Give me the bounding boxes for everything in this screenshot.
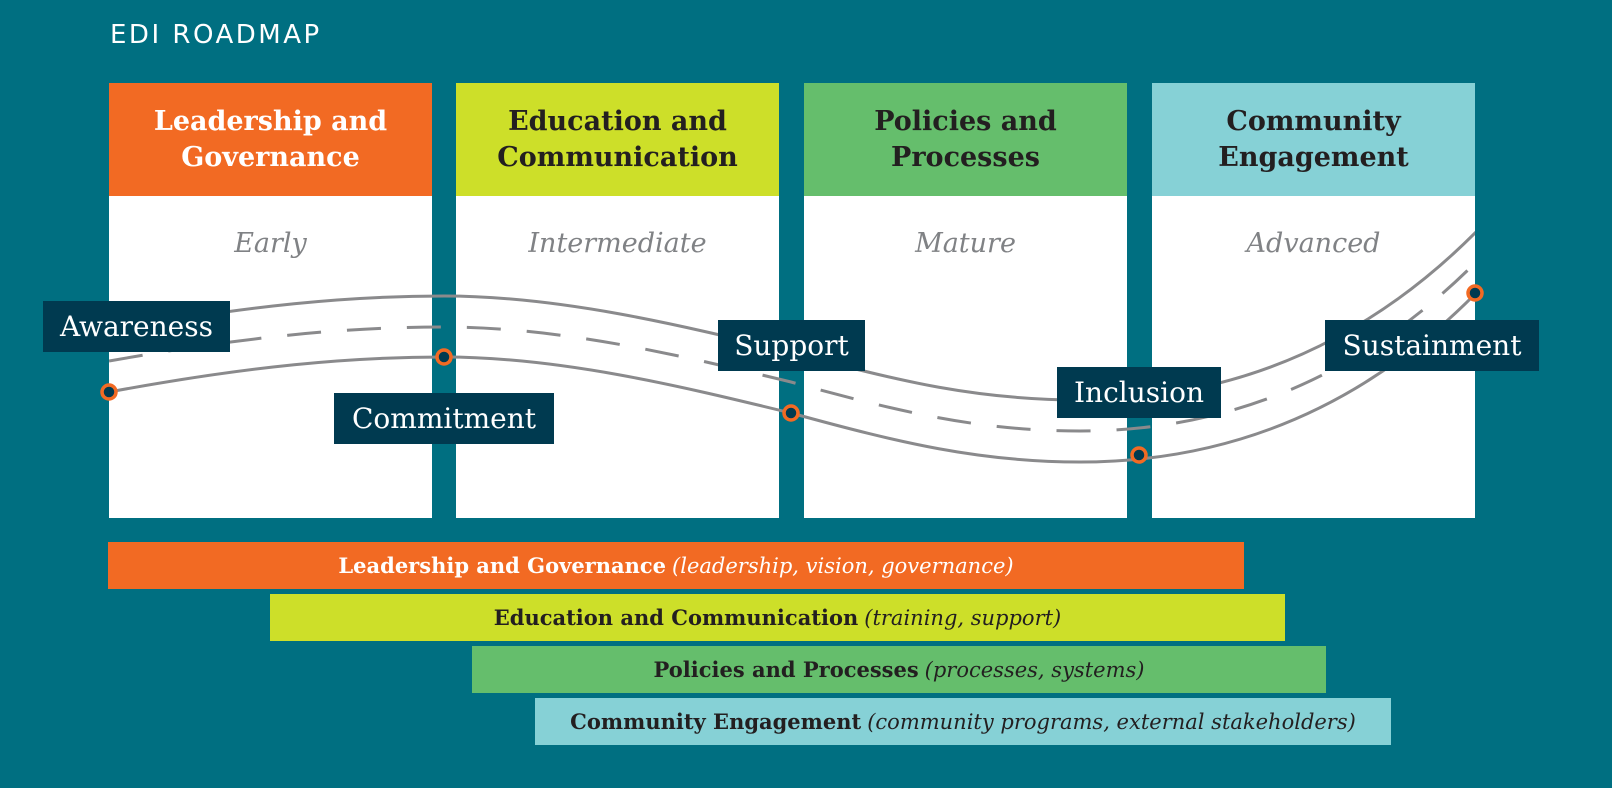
milestone-marker bbox=[782, 404, 800, 422]
page-title: EDI ROADMAP bbox=[110, 20, 322, 50]
stage-label: Intermediate bbox=[528, 228, 707, 259]
bar-community: Community Engagement(community programs,… bbox=[535, 698, 1391, 745]
pillar-title-line2: Governance bbox=[181, 141, 360, 173]
road-top-edge bbox=[109, 230, 1475, 402]
milestone-marker bbox=[1130, 446, 1148, 464]
pillar-title-line1: Leadership and bbox=[153, 105, 388, 137]
bar-detail: (processes, systems) bbox=[924, 657, 1145, 682]
bar-detail: (community programs, external stakeholde… bbox=[867, 709, 1356, 734]
pillar-title-line2: Engagement bbox=[1218, 141, 1409, 173]
bar-leadership: Leadership and Governance(leadership, vi… bbox=[108, 542, 1244, 589]
milestone-support: Support bbox=[718, 320, 865, 371]
stage-label: Advanced bbox=[1246, 228, 1381, 259]
milestone-marker bbox=[100, 383, 118, 401]
pillar-title-line1: Policies and bbox=[874, 105, 1057, 137]
bar-education: Education and Communication(training, su… bbox=[270, 594, 1285, 641]
milestone-commitment: Commitment bbox=[334, 393, 554, 444]
pillar-title-line1: Education and bbox=[508, 105, 727, 137]
bar-name: Leadership and Governance bbox=[338, 553, 667, 578]
milestone-marker bbox=[1466, 284, 1484, 302]
road-bottom-edge bbox=[109, 291, 1475, 464]
pillar-title-line2: Communication bbox=[497, 141, 738, 173]
road-center-dashes bbox=[109, 260, 1475, 433]
milestone-awareness: Awareness bbox=[43, 301, 230, 352]
milestone-marker bbox=[435, 348, 453, 366]
bar-name: Community Engagement bbox=[570, 709, 862, 734]
stage-label: Mature bbox=[915, 228, 1016, 259]
bar-detail: (leadership, vision, governance) bbox=[672, 553, 1014, 578]
pillar-title-line2: Processes bbox=[891, 141, 1040, 173]
bar-name: Policies and Processes bbox=[653, 657, 919, 682]
milestone-inclusion: Inclusion bbox=[1057, 367, 1221, 418]
pillar-title-line1: Community bbox=[1226, 105, 1401, 137]
bar-name: Education and Communication bbox=[493, 605, 859, 630]
milestone-sustainment: Sustainment bbox=[1325, 320, 1539, 371]
stage-label: Early bbox=[234, 228, 307, 259]
bar-policies: Policies and Processes(processes, system… bbox=[472, 646, 1326, 693]
bar-detail: (training, support) bbox=[864, 605, 1062, 630]
